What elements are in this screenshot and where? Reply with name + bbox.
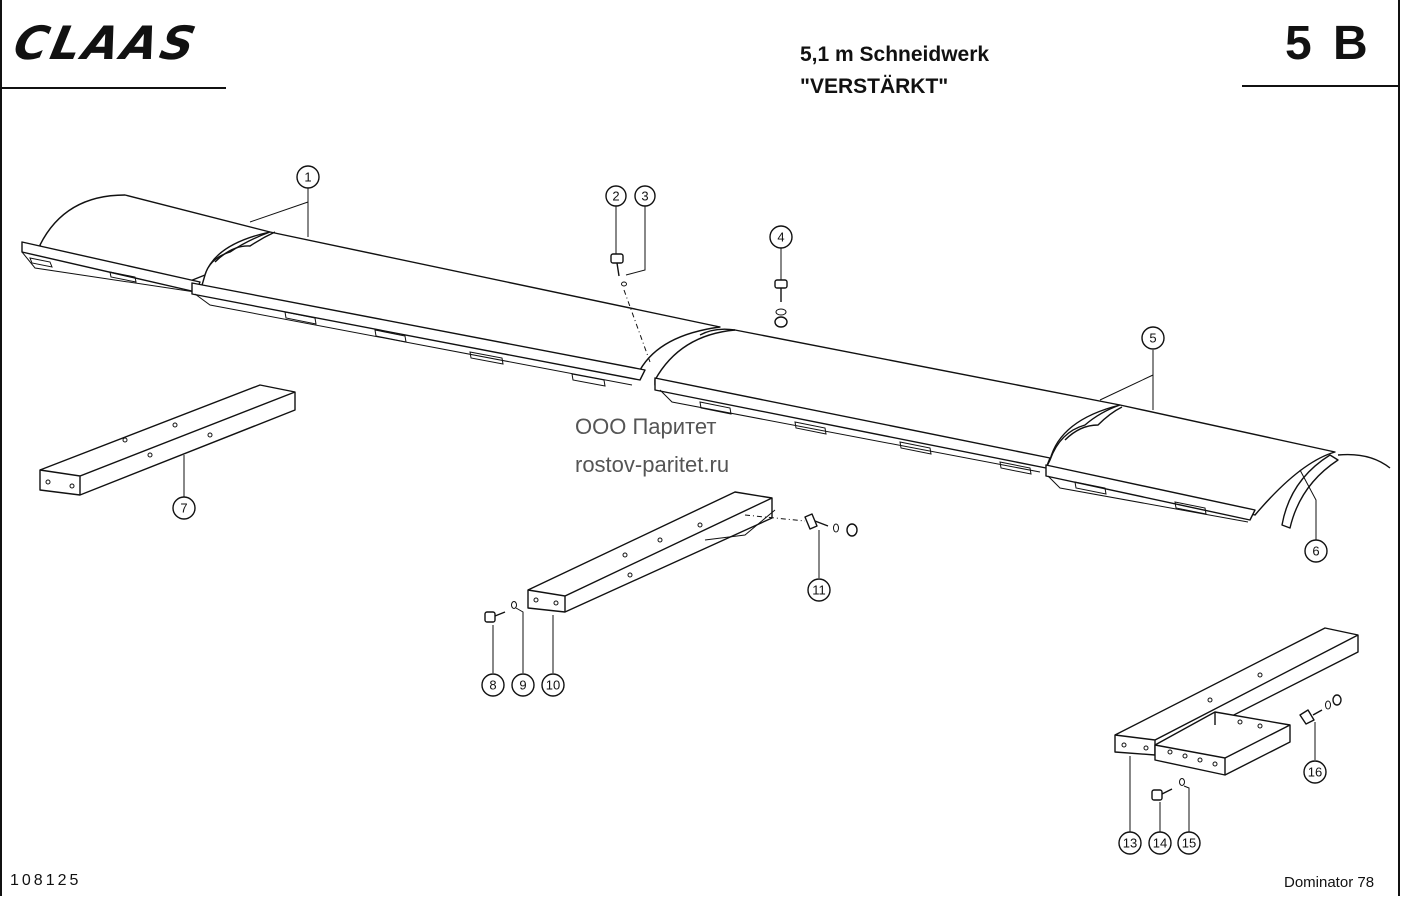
cover-part-1 [21,194,721,387]
beam-part-10 [527,491,776,613]
cover-part-5 [654,328,1336,523]
washer-part-9 [511,601,517,609]
callout-15: 15 [1177,831,1201,855]
callout-3: 3 [634,185,656,207]
callout-13: 13 [1118,831,1142,855]
bolt-part-16 [1299,694,1342,725]
callout-6: 6 [1304,539,1328,563]
callout-4: 4 [769,225,793,249]
watermark-company: ООО Паритет [575,414,717,439]
document-number: 108125 [10,872,82,889]
svg-text:4: 4 [777,230,784,245]
svg-text:7: 7 [180,501,187,516]
svg-text:6: 6 [1312,544,1319,559]
callout-7: 7 [172,496,196,520]
svg-text:9: 9 [519,678,526,693]
svg-text:11: 11 [812,583,826,598]
callout-10: 10 [541,673,565,697]
header-rule-left [2,87,226,89]
callout-5: 5 [1141,326,1165,350]
bolt-part-2 [610,253,624,277]
svg-text:2: 2 [612,189,619,204]
svg-text:16: 16 [1308,765,1322,780]
callout-1: 1 [296,165,320,189]
beam-part-13 [1114,627,1359,776]
bolt-part-4 [774,279,788,328]
diagram-title: 5,1 m Schneidwerk [800,43,990,66]
washer-part-3 [621,281,627,287]
edge-strip-part-6 [1281,453,1391,529]
callout-11: 11 [807,578,831,602]
bolt-part-14 [1151,788,1173,801]
callout-9: 9 [511,673,535,697]
callout-8: 8 [481,673,505,697]
leader-lines [183,188,1317,832]
bolt-part-11 [744,513,858,537]
svg-text:8: 8 [489,678,496,693]
bolt-part-8 [484,611,506,623]
model-name: Dominator 78 [1284,874,1375,891]
assembly-line-2-3 [623,289,651,363]
header-rule-right [1242,85,1400,87]
callout-16: 16 [1303,760,1327,784]
callout-2: 2 [605,185,627,207]
svg-text:5: 5 [1149,331,1156,346]
watermark-url: rostov-paritet.ru [575,452,730,477]
callout-14: 14 [1148,831,1172,855]
svg-text:15: 15 [1182,836,1196,851]
svg-text:14: 14 [1153,836,1167,851]
page-code: 5 B [1285,17,1372,70]
diagram-subtitle: "VERSTÄRKT" [800,75,949,98]
beam-part-7 [39,384,296,496]
svg-text:3: 3 [641,189,648,204]
washer-part-15 [1179,778,1185,786]
svg-text:10: 10 [546,678,560,693]
svg-text:1: 1 [304,170,311,185]
svg-text:13: 13 [1123,836,1137,851]
